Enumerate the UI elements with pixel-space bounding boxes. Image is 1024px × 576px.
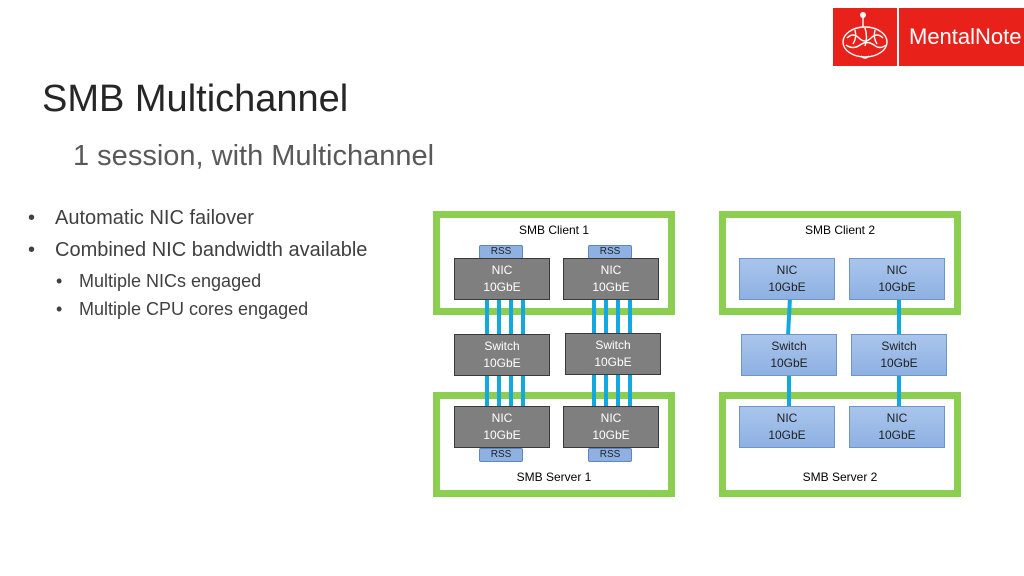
nic-server-2a: NIC 10GbE	[739, 406, 835, 448]
switch-label: Switch	[771, 339, 807, 353]
link	[509, 375, 513, 408]
slide-title: SMB Multichannel	[42, 78, 349, 120]
link	[786, 300, 792, 334]
logo-text: MentalNote	[909, 24, 1022, 49]
link	[628, 300, 632, 334]
nic-server-2b: NIC 10GbE	[849, 406, 945, 448]
switch-label: Switch	[595, 338, 631, 352]
link	[897, 300, 901, 334]
nic-client-1b: NIC 10GbE	[563, 258, 659, 300]
nic-label: NIC	[886, 411, 908, 425]
rss-tag: RSS	[479, 245, 523, 259]
nic-speed: 10GbE	[768, 428, 806, 442]
nic-speed: 10GbE	[483, 428, 521, 442]
link	[485, 375, 489, 408]
link	[897, 375, 901, 408]
nic-speed: 10GbE	[878, 280, 916, 294]
switch-2b: Switch 10GbE	[851, 334, 947, 376]
switch-speed: 10GbE	[770, 356, 808, 370]
rss-tag: RSS	[588, 245, 632, 259]
nic-label: NIC	[491, 263, 513, 277]
link	[604, 300, 608, 334]
link	[509, 300, 513, 334]
nic-server-1a: NIC 10GbE	[454, 406, 550, 448]
logo-divider	[897, 8, 899, 66]
switch-label: Switch	[881, 339, 917, 353]
link	[604, 375, 608, 408]
link	[787, 375, 791, 408]
switch-1b: Switch 10GbE	[565, 333, 661, 375]
link	[592, 375, 596, 408]
switch-speed: 10GbE	[880, 356, 918, 370]
mentalnote-logo: MentalNote	[833, 8, 1024, 66]
link	[616, 375, 620, 408]
nic-speed: 10GbE	[768, 280, 806, 294]
link	[628, 375, 632, 408]
sub-bullet-item: Multiple NICs engaged	[28, 269, 367, 297]
nic-label: NIC	[600, 263, 622, 277]
nic-speed: 10GbE	[592, 428, 630, 442]
switch-speed: 10GbE	[594, 355, 632, 369]
link	[521, 375, 525, 408]
smb-client-1-label: SMB Client 1	[518, 223, 590, 237]
nic-label: NIC	[886, 263, 908, 277]
smb-server-2-label: SMB Server 2	[802, 470, 878, 484]
nic-client-2b: NIC 10GbE	[849, 258, 945, 300]
brain-icon	[833, 8, 897, 66]
nic-server-1b: NIC 10GbE	[563, 406, 659, 448]
link	[592, 300, 596, 334]
switch-label: Switch	[484, 339, 520, 353]
nic-label: NIC	[776, 411, 798, 425]
link	[497, 300, 501, 334]
rss-tag: RSS	[588, 448, 632, 462]
link	[616, 300, 620, 334]
switch-1a: Switch 10GbE	[454, 334, 550, 376]
nic-client-2a: NIC 10GbE	[739, 258, 835, 300]
nic-speed: 10GbE	[878, 428, 916, 442]
sub-bullet-item: Multiple CPU cores engaged	[28, 297, 367, 325]
link	[521, 300, 525, 334]
smb-client-2-label: SMB Client 2	[804, 223, 876, 237]
rss-tag: RSS	[479, 448, 523, 462]
nic-label: NIC	[491, 411, 513, 425]
bullet-item: Combined NIC bandwidth available	[28, 237, 367, 269]
nic-label: NIC	[776, 263, 798, 277]
link	[485, 300, 489, 334]
nic-label: NIC	[600, 411, 622, 425]
link	[497, 375, 501, 408]
bullet-item: Automatic NIC failover	[28, 205, 367, 237]
bullet-list: Automatic NIC failover Combined NIC band…	[28, 205, 367, 325]
switch-speed: 10GbE	[483, 356, 521, 370]
switch-2a: Switch 10GbE	[741, 334, 837, 376]
slide-subtitle: 1 session, with Multichannel	[73, 140, 435, 172]
nic-client-1a: NIC 10GbE	[454, 258, 550, 300]
nic-speed: 10GbE	[483, 280, 521, 294]
smb-server-1-label: SMB Server 1	[516, 470, 592, 484]
nic-speed: 10GbE	[592, 280, 630, 294]
